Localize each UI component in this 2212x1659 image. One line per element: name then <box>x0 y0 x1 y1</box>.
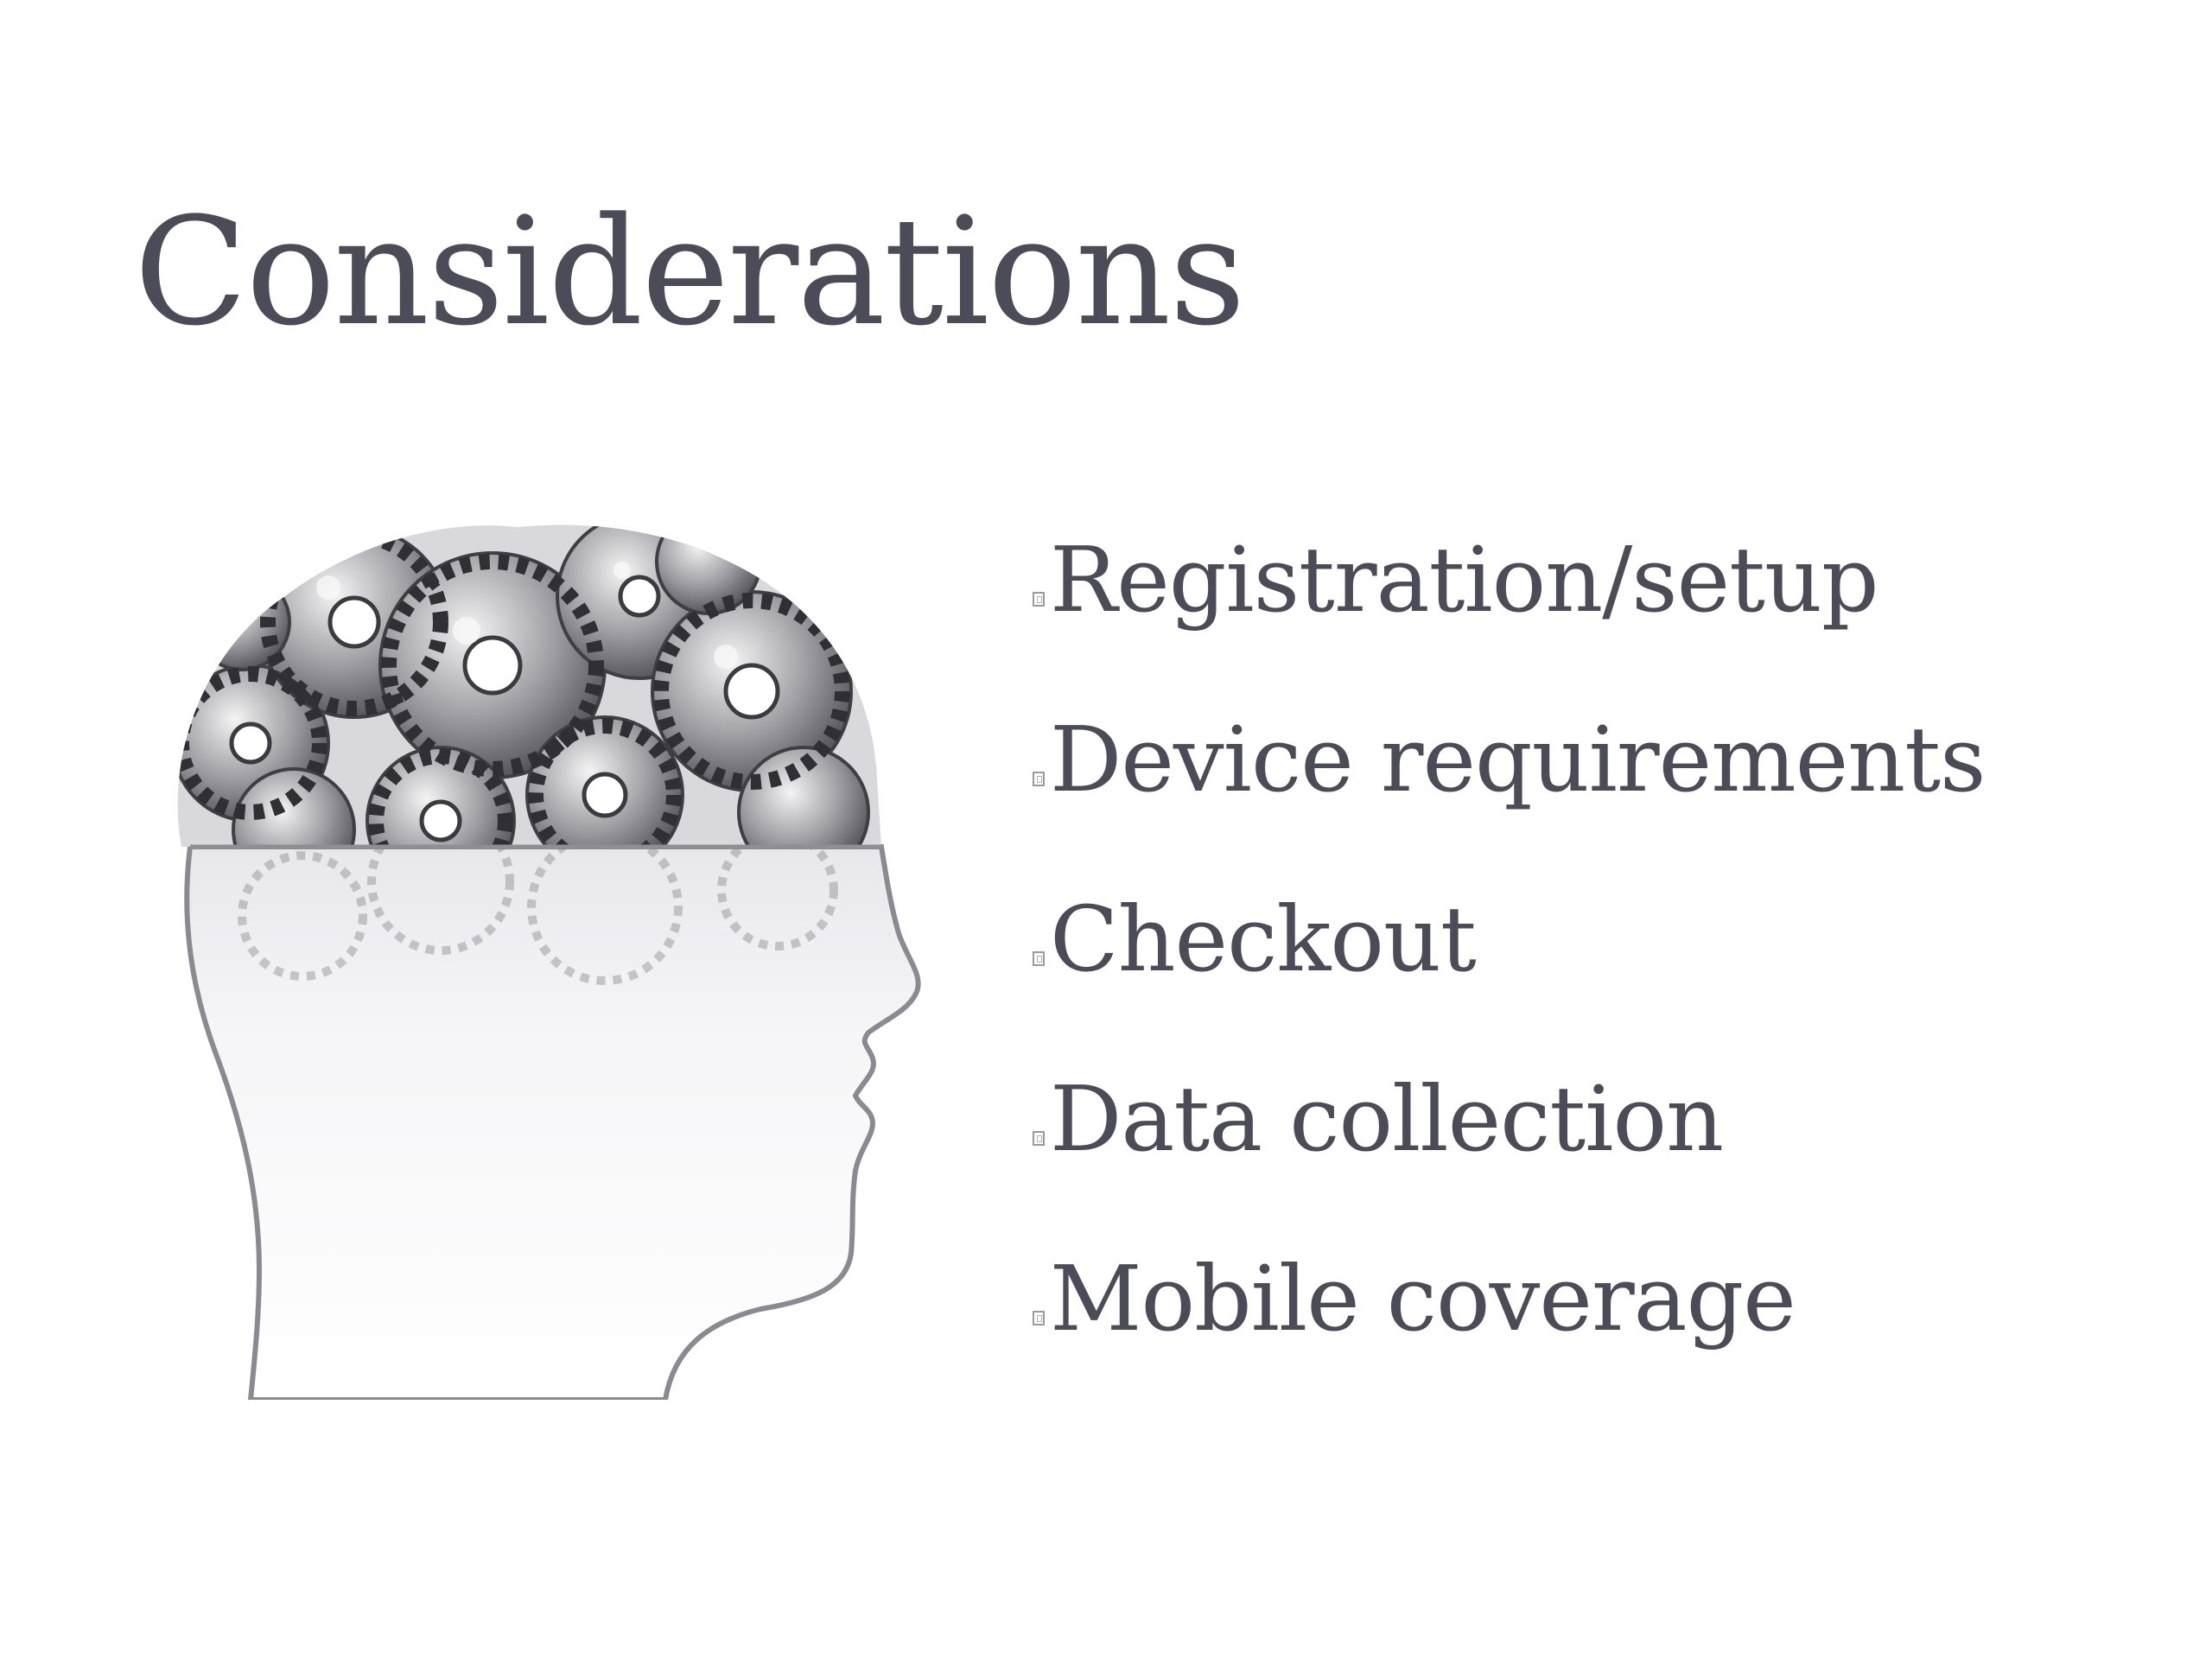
bullet-list: Registration/setup Device requirements C… <box>1033 449 1986 1348</box>
missing-glyph-box-icon <box>1033 592 1045 607</box>
list-item: Registration/setup <box>1033 449 1985 629</box>
list-item: Checkout <box>1033 809 1985 988</box>
missing-glyph-box-icon <box>1033 1131 1045 1146</box>
missing-glyph-box-icon <box>1033 1311 1045 1325</box>
list-item: Data collection <box>1033 988 1985 1168</box>
bullet-text: Device requirements <box>1050 706 1986 812</box>
head-with-gears-icon <box>177 524 921 1400</box>
bullet-text: Checkout <box>1050 886 1477 992</box>
bullet-text: Registration/setup <box>1050 526 1879 632</box>
missing-glyph-box-icon <box>1033 772 1045 786</box>
slide-title: Considerations <box>134 185 1246 359</box>
list-item: Device requirements <box>1033 629 1986 812</box>
bullet-text: Mobile coverage <box>1050 1245 1796 1351</box>
list-item: Mobile coverage <box>1033 1168 1985 1348</box>
bullet-text: Data collection <box>1050 1065 1724 1172</box>
missing-glyph-box-icon <box>1033 951 1045 966</box>
